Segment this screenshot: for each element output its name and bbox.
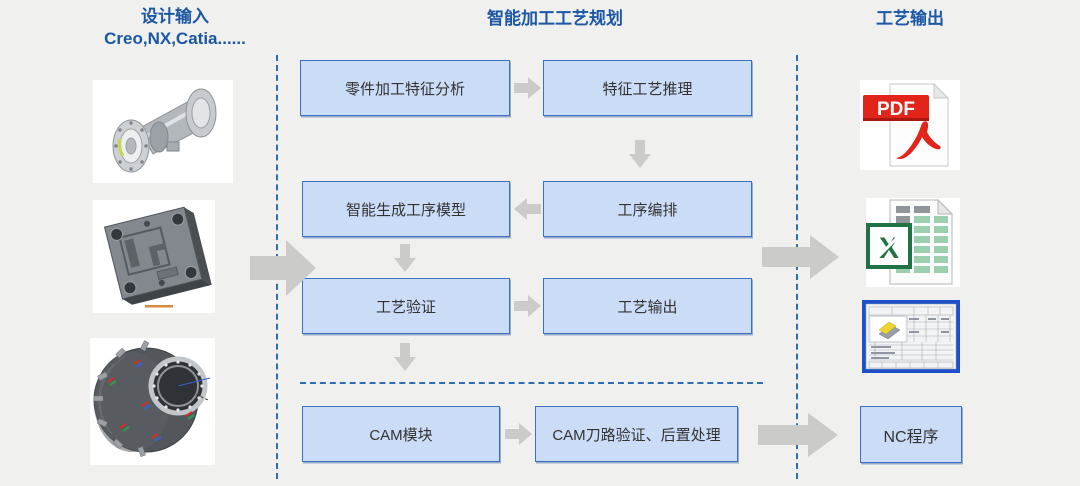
flow-box-cam-toolpath: CAM刀路验证、后置处理 [535,406,738,462]
shaft-coupling-icon [93,80,233,183]
design-tools-subtitle: Creo,NX,Catia...... [104,29,246,48]
arrow-right-icon [514,77,541,99]
shaft-coupling-image [93,80,233,183]
arrow-down-icon [394,343,416,371]
arrow-right-icon [514,295,541,317]
big-arrow-planning-to-output-icon [762,235,839,279]
big-arrow-cam-to-nc-icon [758,413,838,457]
excel-file-icon: X [866,198,960,287]
pdf-label: PDF [877,99,915,120]
big-arrow-input-to-planning-icon [250,240,316,296]
flow-box-op-sequencing: 工序编排 [543,181,752,237]
flow-box-process-reasoning: 特征工艺推理 [543,60,752,116]
flow-box-cam-module: CAM模块 [302,406,500,462]
flow-box-process-verification: 工艺验证 [302,278,510,334]
cam-section-dashed-divider [300,382,763,384]
engine-casing-image [90,338,215,465]
flow-box-generate-op-model: 智能生成工序模型 [302,181,510,237]
arrow-down-icon [629,140,651,168]
arrow-left-icon [514,198,541,220]
output-header: 工艺输出 [876,9,944,28]
flow-box-nc-program: NC程序 [860,406,962,463]
design-input-title: 设计输入 [141,7,209,26]
flow-box-feature-analysis: 零件加工特征分析 [300,60,510,116]
mold-plate-image [93,200,215,313]
planning-header: 智能加工工艺规划 [487,9,623,28]
mold-plate-icon [93,200,215,313]
arrow-down-icon [394,244,416,272]
process-card-image [862,300,960,373]
flow-box-process-output: 工艺输出 [543,278,752,334]
arrow-right-icon [505,423,532,445]
pdf-file-icon: PDF [860,80,960,170]
engine-casing-icon [90,338,215,465]
design-input-header: 设计输入 Creo,NX,Catia...... [60,6,290,50]
